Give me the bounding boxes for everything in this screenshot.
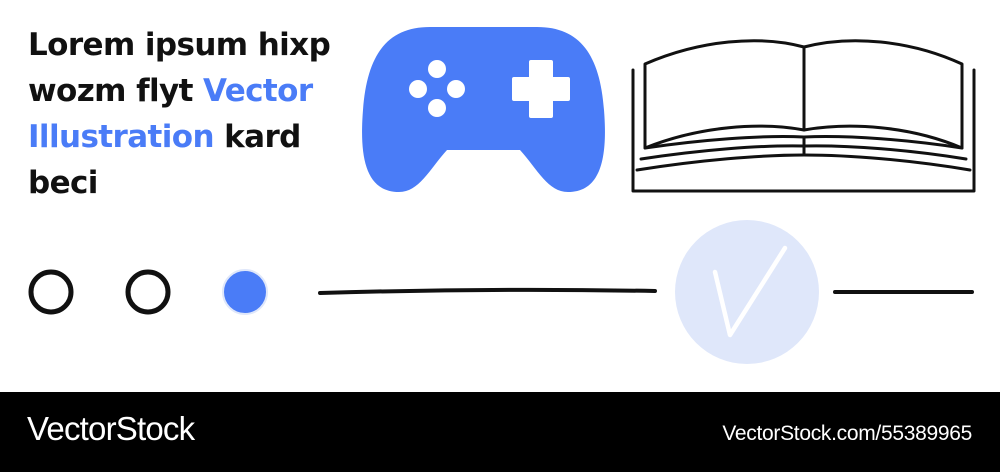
headline: Lorem ipsum hixp wozm flyt Vector Illust… xyxy=(28,22,358,206)
progress-steps xyxy=(28,269,268,315)
open-book-icon xyxy=(631,39,976,193)
check-circle xyxy=(675,220,819,364)
checkmark-icon xyxy=(712,245,788,338)
headline-accent-text: Vector Illustration xyxy=(28,73,313,155)
step-dot-3 xyxy=(222,269,268,315)
headline-text-start: Lorem ipsum hixp wozm flyt xyxy=(28,27,331,109)
step-dot-1 xyxy=(28,269,74,315)
image-reference: VectorStock.com/55389965 xyxy=(722,422,972,445)
headline-text-end: kard beci xyxy=(28,119,301,201)
brand-logo[interactable]: VectorStock xyxy=(27,410,195,447)
gamepad-icon xyxy=(362,27,605,192)
footer-bar: VectorStock VectorStock.com/55389965 xyxy=(0,392,1000,472)
illustration xyxy=(28,27,976,364)
connector-line-left xyxy=(318,287,657,295)
step-dot-2 xyxy=(125,269,171,315)
